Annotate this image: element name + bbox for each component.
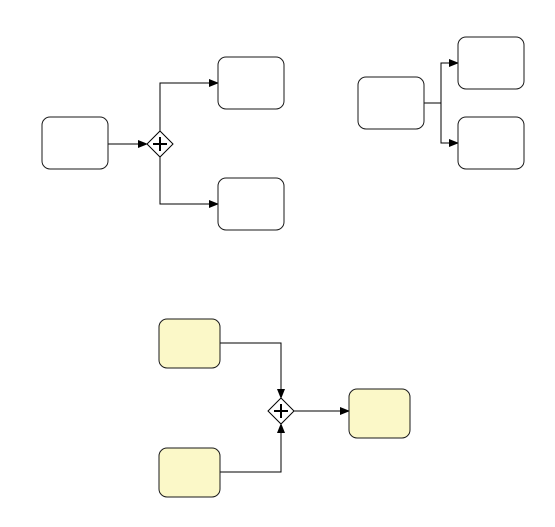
- plus-icon: [153, 137, 167, 151]
- sequence-flow-parallel-gateway-split-to-target-task-top[interactable]: [159, 79, 219, 131]
- parallel-gateway-join[interactable]: [267, 397, 295, 425]
- implicit-fork-group: [357, 36, 525, 170]
- fork-target-task-bottom[interactable]: [457, 116, 525, 170]
- task-shape: [457, 116, 525, 170]
- sequence-flow-fork-source-task-to-fork-target-task-bottom[interactable]: [440, 103, 459, 147]
- parallel-split-with-gateway-group: [41, 56, 285, 231]
- join-source-task-bottom[interactable]: [158, 447, 221, 498]
- task-shape: [348, 388, 411, 439]
- fork-source-task[interactable]: [357, 76, 425, 130]
- task-shape: [457, 36, 525, 90]
- task-shape: [357, 76, 425, 130]
- source-task[interactable]: [41, 116, 109, 170]
- plus-icon: [274, 404, 288, 418]
- sequence-flow-join-source-task-top-to-parallel-gateway-join[interactable]: [220, 342, 285, 399]
- task-shape: [217, 56, 285, 110]
- sequence-flow-join-source-task-bottom-to-parallel-gateway-join[interactable]: [220, 423, 285, 473]
- task-shape: [158, 447, 221, 498]
- target-task-top[interactable]: [217, 56, 285, 110]
- parallel-gateway-split[interactable]: [146, 130, 174, 158]
- task-shape: [41, 116, 109, 170]
- join-source-task-top[interactable]: [158, 318, 221, 369]
- sequence-flows: [108, 59, 459, 473]
- task-shape: [217, 177, 285, 231]
- sequence-flow-fork-source-task-to-fork-target-task-top[interactable]: [424, 59, 459, 104]
- fork-target-task-top[interactable]: [457, 36, 525, 90]
- task-shape: [158, 318, 221, 369]
- flow-nodes: [41, 36, 525, 498]
- join-target-task[interactable]: [348, 388, 411, 439]
- parallel-join-group: [158, 318, 411, 498]
- sequence-flow-parallel-gateway-split-to-target-task-bottom[interactable]: [159, 157, 219, 208]
- target-task-bottom[interactable]: [217, 177, 285, 231]
